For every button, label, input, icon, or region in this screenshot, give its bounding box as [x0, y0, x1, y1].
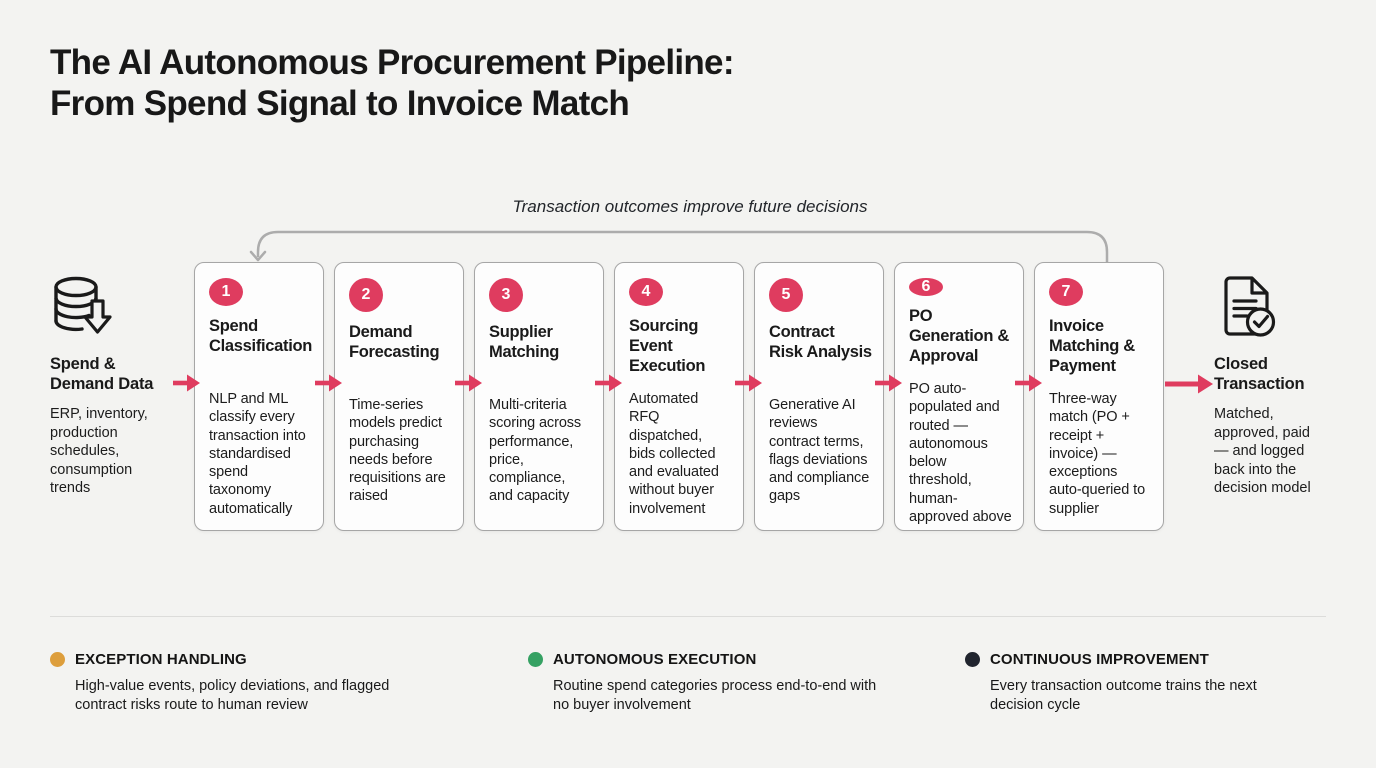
flow-arrow — [1015, 262, 1042, 393]
flow-arrow — [1164, 262, 1214, 395]
flow-arrow — [455, 262, 482, 393]
step-card-4: 4 Sourcing Event Execution Automated RFQ… — [614, 262, 744, 531]
step-description: Automated RFQ dispatched, bids collected… — [629, 390, 719, 517]
step-number-badge: 4 — [629, 278, 663, 306]
source-block: Spend & Demand Data ERP, inventory, prod… — [50, 262, 180, 498]
step-card-7: 7 Invoice Matching & Payment Three-way m… — [1034, 262, 1164, 531]
page-title-line2: From Spend Signal to Invoice Match — [50, 84, 630, 123]
step-card-6: 6 PO Generation & Approval PO auto-popul… — [894, 262, 1024, 531]
source-title: Spend & Demand Data — [50, 355, 154, 393]
step-title: Demand Forecasting — [349, 323, 440, 361]
pipeline-row: Spend & Demand Data ERP, inventory, prod… — [50, 262, 1330, 531]
step-title: PO Generation & Approval — [909, 307, 1010, 365]
step-title: Supplier Matching — [489, 323, 560, 361]
step-card-2: 2 Demand Forecasting Time-series models … — [334, 262, 464, 531]
step-number-badge: 5 — [769, 278, 803, 312]
legend-label: AUTONOMOUS EXECUTION — [553, 651, 757, 668]
step-card-3: 3 Supplier Matching Multi-criteria scori… — [474, 262, 604, 531]
flow-arrow — [875, 262, 902, 393]
flow-arrow — [735, 262, 762, 393]
dark-dot-icon — [965, 652, 980, 667]
flow-arrow — [173, 262, 200, 393]
step-description: PO auto-populated and routed — autonomou… — [909, 381, 1012, 526]
step-title: Spend Classification — [209, 316, 313, 355]
orange-dot-icon — [50, 652, 65, 667]
feedback-loop-label: Transaction outcomes improve future deci… — [512, 197, 868, 216]
arrow-right-icon — [875, 374, 902, 392]
source-description: ERP, inventory, production schedules, co… — [50, 406, 148, 496]
step-description: Generative AI reviews contract terms, fl… — [769, 397, 870, 505]
step-card-5: 5 Contract Risk Analysis Generative AI r… — [754, 262, 884, 531]
green-dot-icon — [528, 652, 543, 667]
legend-description: Every transaction outcome trains the nex… — [990, 678, 1257, 713]
arrow-right-icon — [595, 374, 622, 392]
legend-description: Routine spend categories process end-to-… — [553, 678, 877, 713]
arrow-right-icon — [173, 374, 200, 392]
legend-label: CONTINUOUS IMPROVEMENT — [990, 651, 1209, 668]
legend-divider — [50, 616, 1326, 617]
step-description: Multi-criteria scoring across performanc… — [489, 397, 582, 505]
step-number-badge: 7 — [1049, 278, 1083, 306]
step-number-badge: 6 — [909, 278, 943, 296]
step-description: NLP and ML classify every transaction in… — [209, 390, 306, 517]
arrow-right-icon — [735, 374, 762, 392]
arrow-down-head-icon — [249, 250, 267, 262]
legend-continuous-improvement: CONTINUOUS IMPROVEMENT Every transaction… — [965, 651, 1302, 714]
page-title: The AI Autonomous Procurement Pipeline: … — [50, 42, 734, 124]
destination-description: Matched, approved, paid — and logged bac… — [1214, 406, 1311, 496]
step-description: Time-series models predict purchasing ne… — [349, 397, 446, 505]
arrow-right-icon — [455, 374, 482, 392]
legend-label: EXCEPTION HANDLING — [75, 651, 247, 668]
step-number-badge: 2 — [349, 278, 383, 312]
flow-arrow — [595, 262, 622, 393]
step-number-badge: 3 — [489, 278, 523, 312]
step-description: Three-way match (PO + receipt + invoice)… — [1049, 390, 1146, 517]
page-title-line1: The AI Autonomous Procurement Pipeline: — [50, 43, 734, 82]
flow-arrow — [315, 262, 342, 393]
document-check-icon — [1224, 276, 1276, 337]
legend-description: High-value events, policy deviations, an… — [75, 678, 390, 713]
step-title: Sourcing Event Execution — [629, 316, 706, 375]
destination-title: Closed Transaction — [1214, 355, 1305, 393]
step-title: Contract Risk Analysis — [769, 323, 872, 361]
step-card-1: 1 Spend Classification NLP and ML classi… — [194, 262, 324, 531]
database-download-icon — [54, 276, 112, 334]
step-number-badge: 1 — [209, 278, 243, 306]
step-title: Invoice Matching & Payment — [1049, 316, 1135, 375]
feedback-loop-arrow — [249, 230, 1109, 268]
legend-exception-handling: EXCEPTION HANDLING High-value events, po… — [50, 651, 435, 714]
legend-autonomous-execution: AUTONOMOUS EXECUTION Routine spend categ… — [528, 651, 889, 714]
destination-block: Closed Transaction Matched, approved, pa… — [1214, 262, 1326, 498]
arrow-right-icon — [1165, 374, 1213, 394]
arrow-right-icon — [315, 374, 342, 392]
arrow-right-icon — [1015, 374, 1042, 392]
